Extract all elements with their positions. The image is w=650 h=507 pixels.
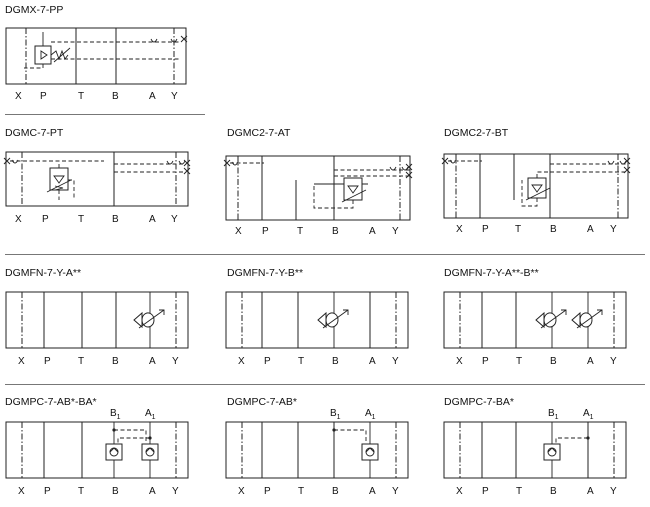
port-label: X: [456, 356, 463, 367]
port-label: B: [112, 91, 119, 102]
port-label: A: [149, 356, 156, 367]
port-label: Y: [392, 486, 399, 497]
a1-label: A1: [145, 408, 156, 421]
port-label: B: [112, 486, 119, 497]
b1-label: B1: [548, 408, 559, 421]
port-label: B: [332, 226, 339, 237]
row-separator: [5, 254, 645, 255]
port-label: P: [42, 214, 49, 225]
port-label: T: [297, 226, 303, 237]
port-label: T: [78, 356, 84, 367]
port-label: X: [15, 91, 22, 102]
port-label: Y: [171, 214, 178, 225]
port-label: X: [235, 226, 242, 237]
symbol-title: DGMFN-7-Y-A**: [5, 267, 82, 279]
port-label: B: [550, 356, 557, 367]
symbol-title: DGMPC-7-BA*: [444, 396, 515, 408]
port-label: A: [369, 226, 376, 237]
a1-label: A1: [583, 408, 594, 421]
port-label: P: [44, 486, 51, 497]
row-separator: [5, 114, 205, 115]
symbol-title: DGMC-7-PT: [5, 127, 64, 139]
port-label: P: [264, 356, 271, 367]
valve-symbol-dgmc-pt: X P T B A Y: [3, 151, 191, 225]
symbol-title: DGMX-7-PP: [5, 4, 64, 16]
port-label: Y: [610, 224, 617, 235]
port-label: X: [238, 356, 245, 367]
row-separator: [5, 384, 645, 385]
valve-symbol-dgmc2-at: X P T B A Y: [223, 155, 413, 237]
port-label: A: [149, 91, 156, 102]
port-label: P: [40, 91, 47, 102]
port-label: P: [44, 356, 51, 367]
port-label: A: [587, 356, 594, 367]
valve-symbol-dgmpc-ab-ba: B1 A1 X P T B A Y: [5, 408, 189, 497]
port-label: T: [298, 356, 304, 367]
port-label: P: [482, 486, 489, 497]
symbol-title: DGMC2-7-BT: [444, 127, 509, 139]
port-label: B: [332, 486, 339, 497]
port-label: A: [149, 214, 156, 225]
valve-symbol-dgmx-pp: X P T B A Y: [5, 27, 188, 102]
a1-label: A1: [365, 408, 376, 421]
port-label: Y: [610, 486, 617, 497]
valve-symbol-dgmfn-y-a: X P T B A Y: [5, 291, 189, 367]
port-label: B: [332, 356, 339, 367]
port-label: P: [262, 226, 269, 237]
port-label: P: [482, 356, 489, 367]
port-label: T: [298, 486, 304, 497]
port-label: P: [482, 224, 489, 235]
port-label: X: [456, 486, 463, 497]
port-label: X: [15, 214, 22, 225]
symbol-title: DGMFN-7-Y-B**: [227, 267, 304, 279]
port-label: T: [78, 214, 84, 225]
port-label: X: [238, 486, 245, 497]
b1-label: B1: [330, 408, 341, 421]
valve-symbol-dgmfn-y-a-b: X P T B A Y: [443, 291, 627, 367]
port-label: T: [78, 486, 84, 497]
port-label: B: [550, 486, 557, 497]
port-label: A: [587, 224, 594, 235]
symbol-title: DGMFN-7-Y-A**-B**: [444, 267, 539, 279]
port-label: A: [369, 356, 376, 367]
port-label: T: [516, 356, 522, 367]
port-label: A: [369, 486, 376, 497]
port-label: T: [515, 224, 521, 235]
port-label: A: [149, 486, 156, 497]
port-label: X: [18, 486, 25, 497]
port-label: Y: [392, 356, 399, 367]
port-label: T: [516, 486, 522, 497]
port-label: P: [264, 486, 271, 497]
port-label: Y: [392, 226, 399, 237]
symbol-title: DGMC2-7-AT: [227, 127, 291, 139]
valve-symbol-dgmpc-ab: B1 A1 X P T B A Y: [225, 408, 409, 497]
valve-symbol-dgmfn-y-b: X P T B A Y: [225, 291, 409, 367]
port-label: B: [550, 224, 557, 235]
valve-symbol-dgmpc-ba: B1 A1 X P T B A Y: [443, 408, 627, 497]
port-label: Y: [172, 356, 179, 367]
port-label: T: [78, 91, 84, 102]
port-label: Y: [171, 91, 178, 102]
port-label: B: [112, 356, 119, 367]
port-label: B: [112, 214, 119, 225]
b1-label: B1: [110, 408, 121, 421]
port-label: A: [587, 486, 594, 497]
valve-symbol-dgmc2-bt: X P T B A Y: [441, 153, 631, 235]
port-label: X: [456, 224, 463, 235]
symbol-title: DGMPC-7-AB*: [227, 396, 298, 408]
port-label: Y: [610, 356, 617, 367]
port-label: Y: [172, 486, 179, 497]
port-label: X: [18, 356, 25, 367]
symbol-title: DGMPC-7-AB*-BA*: [5, 396, 97, 408]
